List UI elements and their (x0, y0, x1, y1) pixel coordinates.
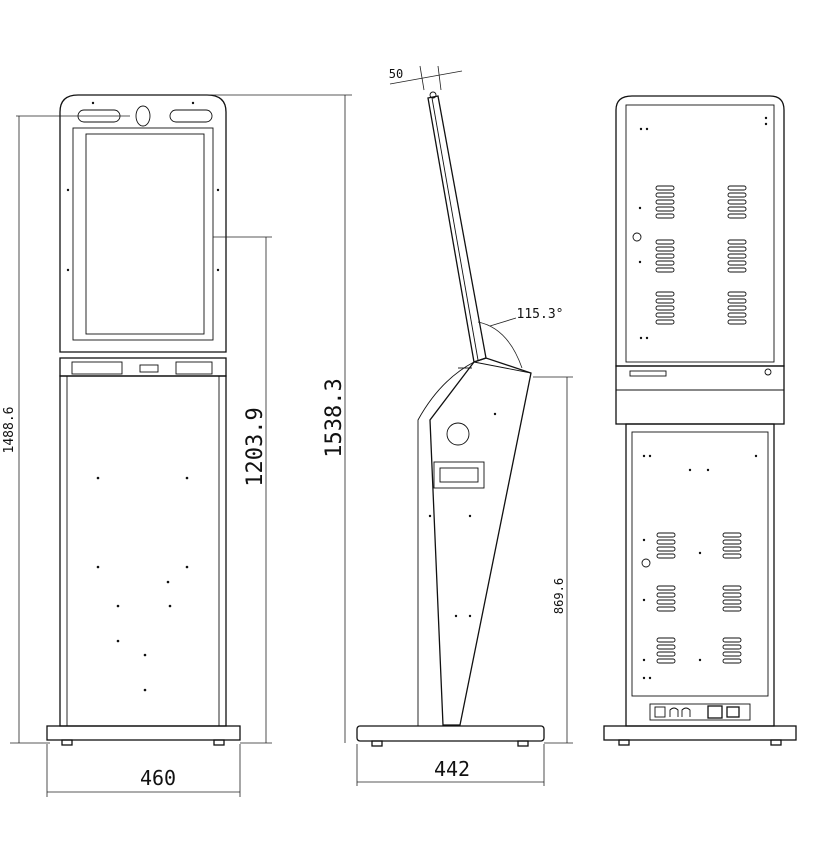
front-view: 1488.6 1203.9 1538.3 460 (2, 94, 352, 797)
lock-icon-lower (641, 558, 651, 568)
usb-port-icon (654, 706, 666, 718)
side-view: 50 115.3° 869.6 442 (356, 65, 573, 786)
receipt-printer-slot (71, 361, 123, 375)
rear-view (603, 95, 797, 746)
power-socket-icon (707, 705, 723, 719)
dim-overall-height-front: 1488.6 (2, 407, 17, 454)
card-reader-slot (139, 364, 159, 373)
pedestal-body (59, 375, 227, 727)
rear-upper-door (625, 104, 775, 363)
rear-lower-door (631, 431, 769, 697)
camera-icon (135, 105, 151, 127)
dim-tilt-angle: 115.3° (517, 307, 564, 322)
printer-slot-side (433, 461, 485, 489)
base-plate-rear (603, 725, 797, 741)
dim-base-depth-side: 442 (434, 757, 470, 781)
rear-lower-housing (625, 423, 775, 727)
speaker-grille-right (169, 109, 213, 123)
dim-base-width-front: 460 (140, 766, 176, 790)
base-plate (46, 725, 241, 741)
rear-middle-band (615, 365, 785, 425)
dim-overall-height-side: 1538.3 (322, 378, 347, 457)
screen-housing-side (427, 95, 487, 363)
printer-band (59, 357, 227, 377)
vent-louvers-upper (655, 185, 747, 325)
base-plate-side (356, 725, 545, 742)
screen-frame (72, 127, 214, 341)
dim-lower-panel-height: 869.6 (552, 578, 566, 614)
scanner-window (175, 361, 213, 375)
power-switch-icon (726, 706, 740, 718)
dim-screen-bottom-height: 1203.9 (243, 407, 268, 486)
lock-icon (632, 232, 642, 242)
dim-screen-offset: 50 (389, 67, 403, 81)
speaker-grille-side (446, 422, 470, 446)
io-port-panel (649, 703, 751, 721)
vent-louvers-lower (656, 532, 742, 664)
pedestal-side (429, 357, 532, 726)
touch-screen (85, 133, 205, 335)
